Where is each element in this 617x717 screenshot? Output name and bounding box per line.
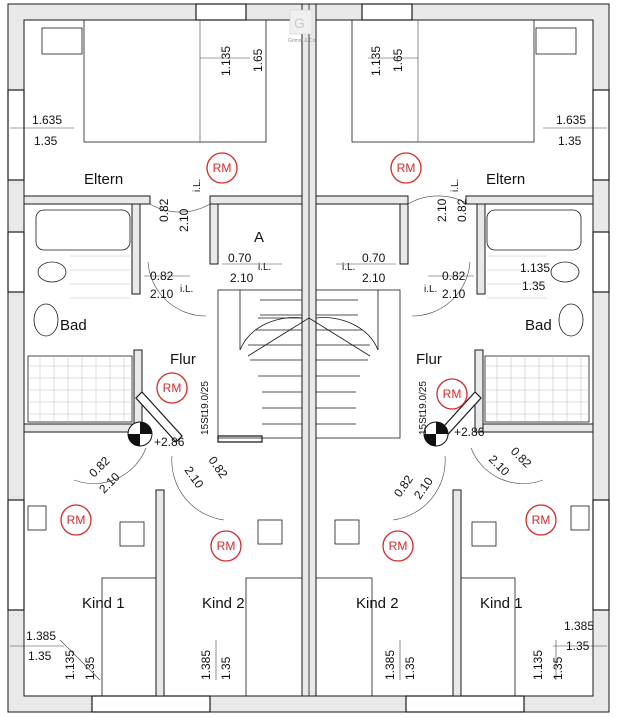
smoke-detector: RM xyxy=(210,530,242,562)
svg-text:RM: RM xyxy=(389,539,408,553)
dim-text: 0.82 xyxy=(508,444,535,471)
dim-text: 1.135 xyxy=(369,46,383,76)
dim-text: 0.82 xyxy=(455,198,469,222)
room-label-kind2-right: Kind 2 xyxy=(356,595,399,612)
dim-text: 2.10 xyxy=(177,208,191,232)
dim-text: 1.65 xyxy=(391,48,405,72)
dim-text: 1.385 xyxy=(564,619,594,633)
room-label-bad-right: Bad xyxy=(525,317,552,334)
level-marker-right xyxy=(423,421,449,447)
furniture xyxy=(27,19,590,697)
logo-text: Grimm & Co xyxy=(288,38,316,44)
dim-text: i.L. xyxy=(424,284,437,295)
room-label-eltern-left: Eltern xyxy=(84,171,123,188)
outer-walls xyxy=(7,3,610,713)
smoke-detector: RM xyxy=(436,378,468,410)
company-logo: G Grimm & Co xyxy=(288,9,316,44)
smoke-detector: RM xyxy=(390,152,422,184)
dim-text: 2.10 xyxy=(362,271,386,285)
dim-text: 1.35 xyxy=(522,279,546,293)
interior-walls-left xyxy=(23,195,303,697)
dim-text: 1.385 xyxy=(383,650,397,680)
smoke-detector: RM xyxy=(525,504,557,536)
dim-text: 2.10 xyxy=(182,464,207,491)
dim-text: 1.385 xyxy=(26,629,56,643)
room-label-bad-left: Bad xyxy=(60,317,87,334)
stair-label-right: 15St19.0/25 xyxy=(418,381,429,435)
doors xyxy=(73,195,544,521)
dim-text: 1.635 xyxy=(556,113,586,127)
room-label-eltern-right: Eltern xyxy=(486,171,525,188)
dim-text: 0.82 xyxy=(206,454,231,481)
svg-text:RM: RM xyxy=(163,381,182,395)
dim-text: 1.35 xyxy=(403,656,417,680)
dim-text: 1.35 xyxy=(566,639,590,653)
svg-text:RM: RM xyxy=(67,513,86,527)
dim-text: i.L. xyxy=(450,179,461,192)
smoke-detector: RM xyxy=(206,152,238,184)
level-label-right: +2.86 xyxy=(454,425,485,439)
svg-text:RM: RM xyxy=(443,387,462,401)
staircase xyxy=(217,289,401,439)
room-label-kind1-right: Kind 1 xyxy=(480,595,523,612)
dim-text: 2.10 xyxy=(442,287,466,301)
dim-text: 1.35 xyxy=(219,656,233,680)
dim-text: i.L. xyxy=(192,179,203,192)
smoke-detector: RM xyxy=(60,504,92,536)
dim-text: 0.82 xyxy=(157,198,171,222)
room-label-flur-right: Flur xyxy=(416,351,442,368)
dim-text: 2.10 xyxy=(435,198,449,222)
dim-text: 1.135 xyxy=(63,650,77,680)
smoke-detector: RM xyxy=(382,530,414,562)
dim-text: 1.135 xyxy=(219,46,233,76)
room-label-flur-left: Flur xyxy=(170,351,196,368)
dim-text: 1.35 xyxy=(558,134,582,148)
room-label-kind2-left: Kind 2 xyxy=(202,595,245,612)
svg-text:RM: RM xyxy=(217,539,236,553)
dim-text: i.L. xyxy=(258,262,271,273)
dim-text: 1.35 xyxy=(28,649,52,663)
dimension-lines xyxy=(10,57,607,681)
dim-text: i.L. xyxy=(180,284,193,295)
dim-text: 1.635 xyxy=(32,113,62,127)
dim-text: 2.10 xyxy=(150,287,174,301)
dim-text: 1.385 xyxy=(199,650,213,680)
room-label-a: A xyxy=(254,229,264,246)
logo-mark: G xyxy=(294,15,305,31)
smoke-detector: RM xyxy=(156,372,188,404)
svg-text:RM: RM xyxy=(397,161,416,175)
dim-text: 1.65 xyxy=(251,48,265,72)
level-label-left: +2.86 xyxy=(154,435,185,449)
svg-text:RM: RM xyxy=(213,161,232,175)
dim-text: 1.35 xyxy=(34,134,58,148)
dim-text: 1.135 xyxy=(520,261,550,275)
dim-text: 0.82 xyxy=(150,269,174,283)
dim-text: 0.70 xyxy=(362,251,386,265)
svg-text:RM: RM xyxy=(532,513,551,527)
level-marker-left xyxy=(127,421,153,447)
dim-text: 0.82 xyxy=(442,269,466,283)
room-label-kind1-left: Kind 1 xyxy=(82,595,125,612)
dim-text: 0.70 xyxy=(228,251,252,265)
dim-text: i.L. xyxy=(342,262,355,273)
bathroom-fixtures xyxy=(27,209,590,423)
dim-text: 2.10 xyxy=(230,271,254,285)
dim-text: 2.10 xyxy=(486,452,513,479)
stair-label-left: 15St19.0/25 xyxy=(200,381,211,435)
dim-text: 1.135 xyxy=(531,650,545,680)
dim-text: 1.35 xyxy=(551,656,565,680)
dim-text: 1.35 xyxy=(83,656,97,680)
